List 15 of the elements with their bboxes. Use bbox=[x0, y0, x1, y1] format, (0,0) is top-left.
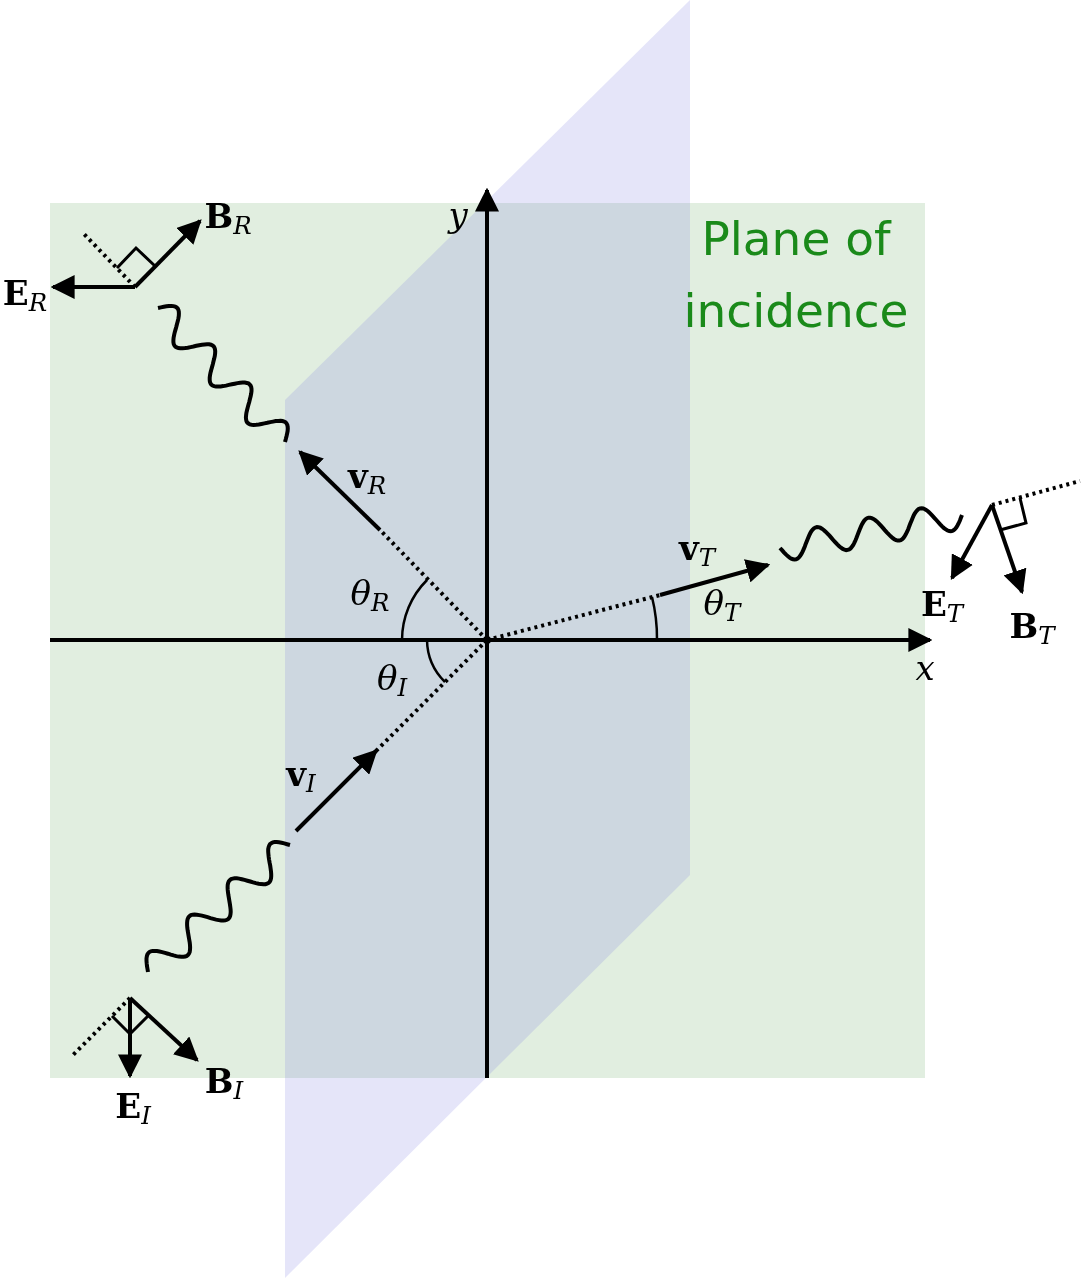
math-label: v$_{I}$ bbox=[286, 753, 316, 799]
math-label: B$_{R}$ bbox=[204, 195, 252, 241]
math-label: E$_{I}$ bbox=[115, 1085, 151, 1131]
math-label: θ$_{I}$ bbox=[376, 657, 408, 703]
plane-label: Plane of incidence bbox=[682, 210, 910, 340]
math-label: x bbox=[915, 648, 935, 688]
math-label: v$_{T}$ bbox=[678, 527, 716, 573]
math-label: v$_{R}$ bbox=[347, 455, 387, 501]
math-label: θ$_{T}$ bbox=[703, 582, 741, 628]
math-label: E$_{R}$ bbox=[2, 272, 48, 318]
math-label: B$_{I}$ bbox=[204, 1060, 244, 1106]
math-label: θ$_{R}$ bbox=[350, 572, 390, 618]
math-label: B$_{T}$ bbox=[1009, 605, 1055, 651]
math-label: E$_{T}$ bbox=[920, 583, 964, 629]
math-label: y bbox=[448, 195, 468, 235]
